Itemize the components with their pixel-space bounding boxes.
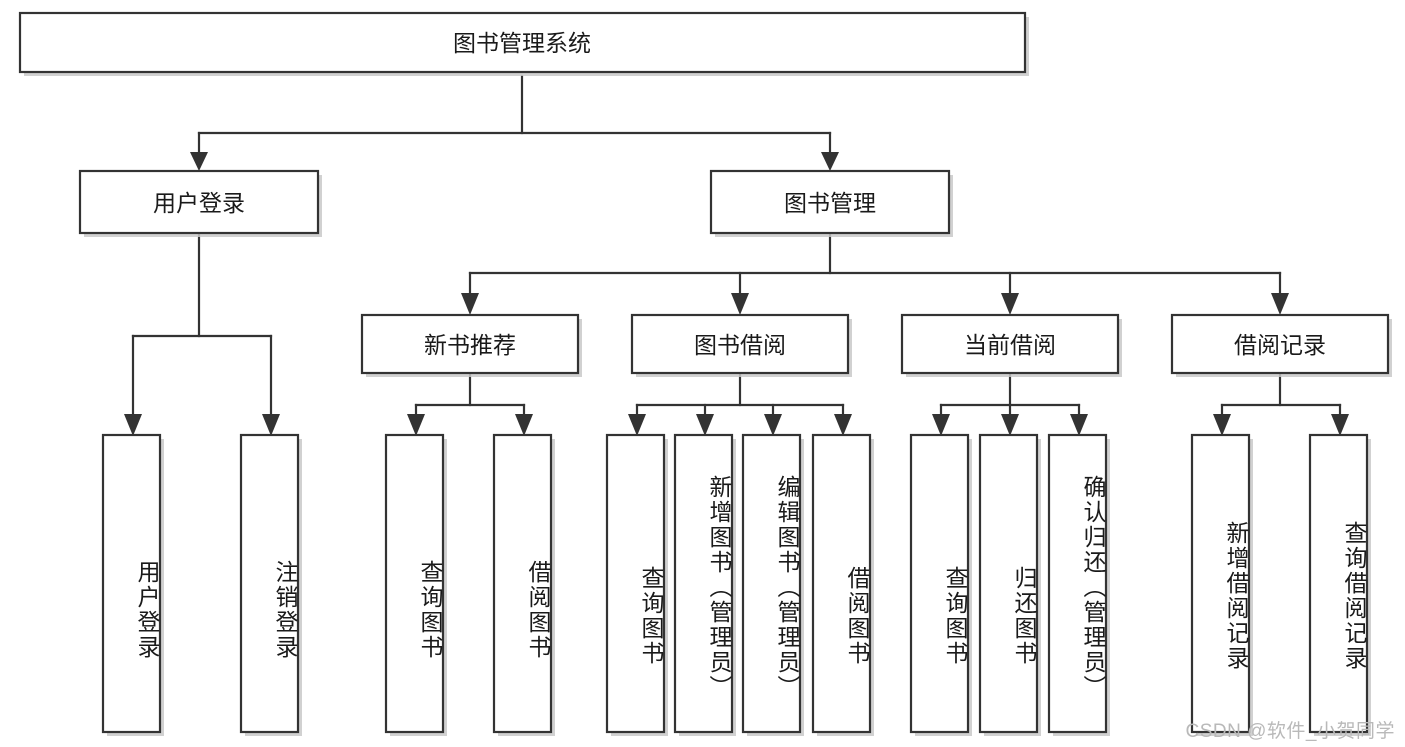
leaf-node-group bbox=[101, 433, 1371, 736]
arrowhead-new-book-rec bbox=[461, 293, 479, 315]
arrowhead-query-record bbox=[1331, 414, 1349, 436]
node-root-label: 图书管理系统 bbox=[453, 30, 591, 56]
node-book-borrow-box[interactable] bbox=[630, 313, 850, 375]
node-user-login-label: 用户登录 bbox=[153, 190, 245, 216]
arrowhead-add-book bbox=[696, 414, 714, 436]
connector-group-root bbox=[190, 74, 839, 171]
leaf-add-book-box[interactable] bbox=[673, 433, 734, 734]
node-new-book-rec-box[interactable] bbox=[360, 313, 580, 375]
arrowhead-leaf-logout bbox=[262, 414, 280, 436]
node-current-borrow-label: 当前借阅 bbox=[964, 332, 1056, 358]
leaf-query-record-box[interactable] bbox=[1308, 433, 1369, 734]
csdn-watermark: CSDN @软件_小贺同学 bbox=[1185, 721, 1395, 742]
node-user-login[interactable]: 用户登录 bbox=[78, 169, 322, 237]
arrowhead-query-book-1 bbox=[407, 414, 425, 436]
node-borrow-record-label: 借阅记录 bbox=[1234, 332, 1326, 358]
leaf-query-book-1-box[interactable] bbox=[384, 433, 445, 734]
node-new-book-rec[interactable]: 新书推荐 bbox=[360, 313, 582, 377]
arrowhead-query-book-2 bbox=[628, 414, 646, 436]
node-current-borrow[interactable]: 当前借阅 bbox=[900, 313, 1122, 377]
connector-group-current-borrow bbox=[932, 373, 1088, 436]
arrowhead-edit-book bbox=[764, 414, 782, 436]
arrowhead-add-record bbox=[1213, 414, 1231, 436]
arrowhead-user-login bbox=[190, 152, 208, 171]
node-root[interactable]: 图书管理系统 bbox=[18, 11, 1029, 76]
node-borrow-record[interactable]: 借阅记录 bbox=[1170, 313, 1392, 377]
node-user-login-box[interactable] bbox=[78, 169, 320, 235]
arrowhead-borrow-record bbox=[1271, 293, 1289, 315]
leaf-query-book-2-box[interactable] bbox=[605, 433, 666, 734]
connector-group-user-login bbox=[124, 231, 280, 436]
arrowhead-borrow-book-2 bbox=[834, 414, 852, 436]
arrowhead-return-book bbox=[1001, 414, 1019, 436]
leaf-edit-book-box[interactable] bbox=[741, 433, 802, 734]
arrowhead-leaf-user-login bbox=[124, 414, 142, 436]
node-book-borrow[interactable]: 图书借阅 bbox=[630, 313, 852, 377]
connector-group-book-manage bbox=[461, 231, 1289, 315]
connector-group-new-book-rec bbox=[407, 373, 533, 436]
node-book-manage-box[interactable] bbox=[709, 169, 951, 235]
leaf-borrow-book-1-box[interactable] bbox=[492, 433, 553, 734]
connector-group-borrow-record bbox=[1213, 373, 1349, 436]
node-borrow-record-box[interactable] bbox=[1170, 313, 1390, 375]
leaf-add-record-box[interactable] bbox=[1190, 433, 1251, 734]
node-new-book-rec-label: 新书推荐 bbox=[424, 332, 516, 358]
leaf-user-login-box[interactable] bbox=[101, 433, 162, 734]
node-book-manage-label: 图书管理 bbox=[784, 190, 876, 216]
arrowhead-borrow-book-1 bbox=[515, 414, 533, 436]
arrowhead-confirm-return bbox=[1070, 414, 1088, 436]
arrowhead-current-borrow bbox=[1001, 293, 1019, 315]
arrowhead-book-manage bbox=[821, 152, 839, 171]
node-current-borrow-box[interactable] bbox=[900, 313, 1120, 375]
node-root-box[interactable] bbox=[18, 11, 1027, 74]
node-book-borrow-label: 图书借阅 bbox=[694, 332, 786, 358]
leaf-confirm-return-box[interactable] bbox=[1047, 433, 1108, 734]
leaf-return-book-box[interactable] bbox=[978, 433, 1039, 734]
connector-group-book-borrow bbox=[628, 373, 852, 436]
arrowhead-query-book-3 bbox=[932, 414, 950, 436]
node-book-manage[interactable]: 图书管理 bbox=[709, 169, 953, 237]
leaf-query-book-3-box[interactable] bbox=[909, 433, 970, 734]
leaf-borrow-book-2-box[interactable] bbox=[811, 433, 872, 734]
leaf-logout-box[interactable] bbox=[239, 433, 300, 734]
arrowhead-book-borrow bbox=[731, 293, 749, 315]
